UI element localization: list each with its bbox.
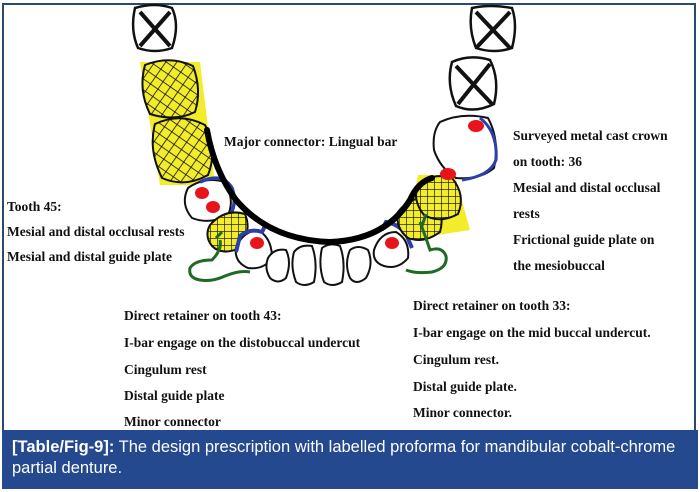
label-tooth-36-line: Frictional guide plate on	[513, 232, 655, 247]
label-tooth-36-line: rests	[513, 206, 540, 221]
label-tooth-43-line: Minor connector	[124, 414, 221, 429]
label-tooth-43-line: Distal guide plate	[124, 388, 225, 403]
tooth-41	[291, 244, 317, 286]
label-tooth-33-line: Distal guide plate.	[413, 379, 517, 394]
label-tooth-36-line: the mesiobuccal	[513, 258, 605, 273]
tooth-47-replaced	[141, 59, 199, 119]
rest-43-cingulum	[250, 237, 264, 249]
tooth-45	[183, 176, 236, 222]
rest-45-mesial	[195, 187, 209, 199]
tooth-48-missing	[131, 3, 178, 53]
tooth-36-crown	[432, 114, 498, 182]
tooth-31	[319, 243, 345, 286]
denture-diagram	[131, 3, 517, 286]
label-tooth-45-line: Mesial and distal occlusal rests	[7, 224, 185, 239]
i-bar-left	[405, 213, 448, 275]
i-bar-right	[188, 230, 251, 282]
tooth-37-missing	[448, 56, 498, 111]
rest-36-mesial	[440, 168, 456, 180]
label-major-connector: Major connector: Lingual bar	[224, 134, 398, 149]
label-tooth-36-line: Mesial and distal occlusal	[513, 180, 661, 195]
label-tooth-33-line: Minor connector.	[413, 405, 512, 420]
figure-caption: [Table/Fig-9]: The design prescription w…	[2, 430, 698, 489]
rest-45-distal	[206, 201, 220, 213]
label-tooth-45-line: Mesial and distal guide plate	[7, 249, 173, 264]
caption-tag: [Table/Fig-9]:	[12, 438, 115, 456]
guide-plate-45	[199, 176, 236, 220]
label-tooth-33-title: Direct retainer on tooth 33:	[413, 298, 571, 313]
label-tooth-43-line: Cingulum rest	[124, 362, 207, 377]
label-tooth-43-line: I-bar engage on the distobuccal undercut	[124, 335, 361, 350]
rest-33-cingulum	[385, 237, 399, 249]
lingual-bar	[204, 127, 435, 246]
i-bar-43-minor-connector	[234, 223, 268, 253]
label-tooth-33-line: I-bar engage on the mid buccal undercut.	[413, 325, 651, 340]
incisors	[265, 243, 372, 286]
label-tooth-43-title: Direct retainer on tooth 43:	[124, 308, 282, 323]
tooth-32	[346, 246, 372, 283]
tooth-46-replaced	[151, 117, 214, 184]
label-tooth-33-line: Cingulum rest.	[413, 352, 500, 367]
label-tooth-45-title: Tooth 45:	[7, 199, 62, 214]
figure-frame	[2, 3, 696, 489]
caption-text: The design prescription with labelled pr…	[12, 438, 676, 477]
tooth-38-missing	[469, 4, 517, 53]
rest-36-distal	[468, 120, 484, 132]
tooth-42	[265, 248, 290, 283]
guide-plate-36	[461, 116, 498, 182]
label-tooth-36-line: on tooth: 36	[513, 154, 583, 169]
label-tooth-36-line: Surveyed metal cast crown	[513, 128, 668, 143]
